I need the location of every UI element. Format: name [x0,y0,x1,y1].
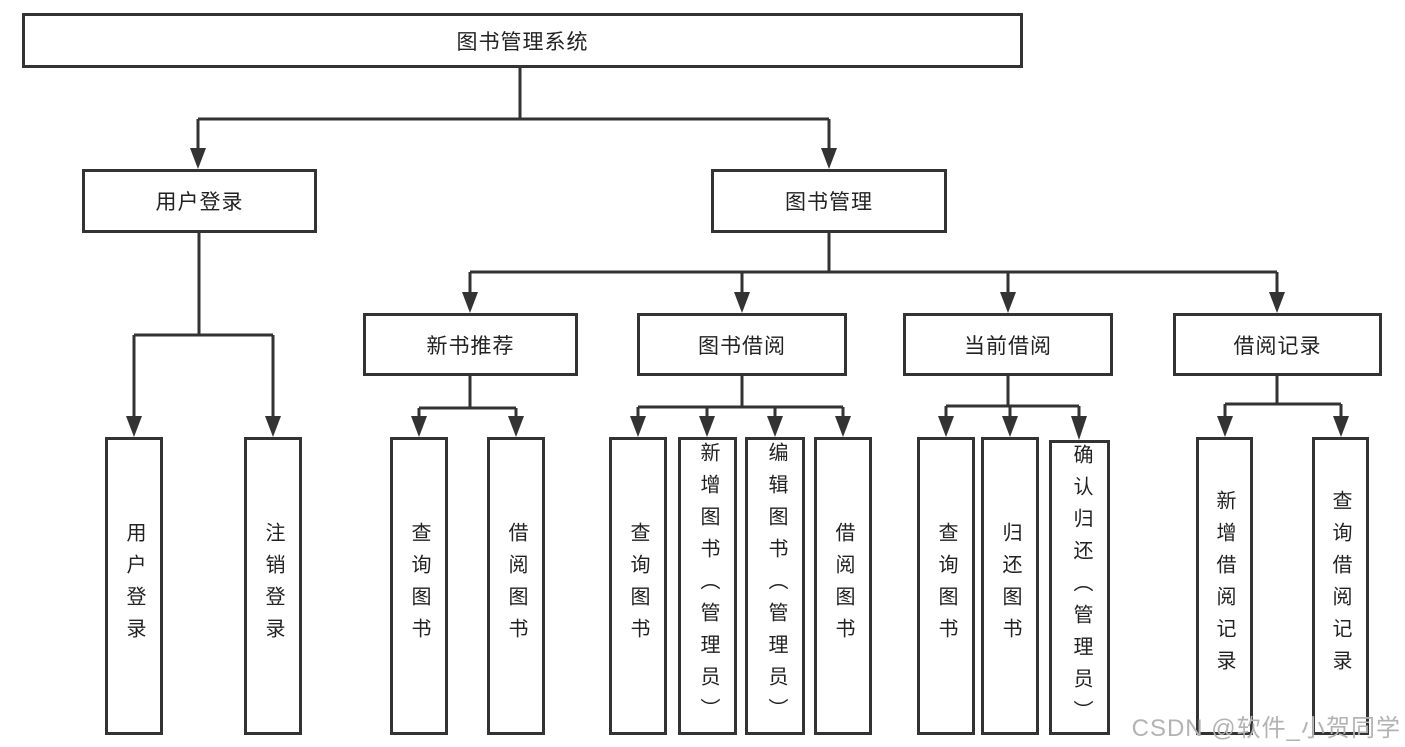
node-book-borrowing: 图书借阅 [637,313,847,376]
node-current-borrowing: 当前借阅 [903,313,1113,376]
node-query-books-borrowing: 查询图书 [609,437,667,735]
node-logout: 注销登录 [244,437,302,735]
node-user-login-leaf: 用户登录 [105,437,163,735]
node-book-management: 图书管理 [711,169,947,233]
node-query-books-current: 查询图书 [917,437,975,735]
node-add-books-admin: 新增图书（管理员） [678,437,737,735]
node-borrow-books-recommend: 借阅图书 [487,437,545,735]
node-confirm-return-admin: 确认归还（管理员） [1049,440,1110,735]
node-new-book-recommend: 新书推荐 [363,313,578,376]
node-user-login-branch: 用户登录 [82,169,317,233]
node-root: 图书管理系统 [22,13,1023,68]
csdn-watermark: CSDN @软件_小贺同学 [1131,715,1401,742]
node-borrow-books-leaf: 借阅图书 [814,437,872,735]
node-query-books-recommend: 查询图书 [390,437,448,735]
node-add-borrow-record: 新增借阅记录 [1196,437,1253,735]
node-return-books: 归还图书 [981,437,1039,735]
node-borrow-records: 借阅记录 [1173,313,1382,376]
node-query-borrow-record: 查询借阅记录 [1312,437,1369,735]
node-edit-books-admin: 编辑图书（管理员） [745,437,805,735]
